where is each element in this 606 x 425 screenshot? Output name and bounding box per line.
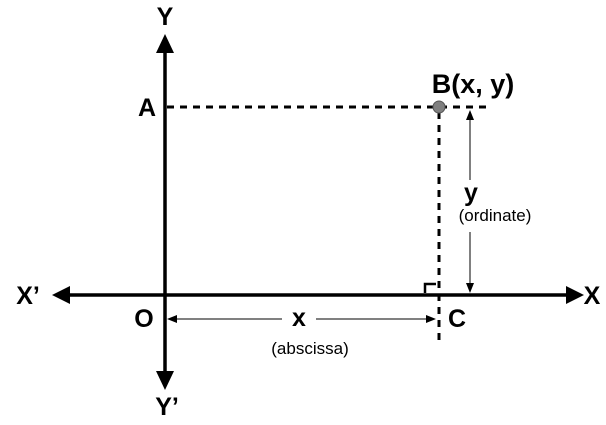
abscissa-left-arrow-icon bbox=[167, 315, 177, 323]
abscissa-variable-label: x bbox=[292, 304, 306, 332]
x-axis-left-arrow-icon bbox=[52, 286, 70, 304]
ordinate-description-label: (ordinate) bbox=[459, 206, 532, 225]
point-b-label: B(x, y) bbox=[432, 69, 515, 99]
y-axis-down-arrow-icon bbox=[156, 371, 174, 390]
abscissa-right-arrow-icon bbox=[426, 315, 436, 323]
y-axis-up-arrow-icon bbox=[156, 34, 174, 53]
point-b-marker bbox=[432, 100, 446, 114]
x-axis-negative-label: X’ bbox=[16, 282, 40, 310]
x-axis-positive-label: X bbox=[584, 282, 601, 310]
ordinate-variable-label: y bbox=[464, 179, 478, 207]
y-axis-positive-label: Y bbox=[157, 3, 174, 31]
y-axis-negative-label: Y’ bbox=[155, 393, 179, 421]
origin-label: O bbox=[134, 305, 153, 333]
right-angle-marker-icon bbox=[423, 282, 436, 293]
point-a-label: A bbox=[138, 94, 156, 122]
ordinate-down-arrow-icon bbox=[466, 283, 474, 293]
abscissa-description-label: (abscissa) bbox=[271, 339, 348, 358]
ordinate-up-arrow-icon bbox=[466, 110, 474, 120]
point-c-label: C bbox=[448, 305, 466, 333]
x-axis-right-arrow-icon bbox=[566, 286, 584, 304]
